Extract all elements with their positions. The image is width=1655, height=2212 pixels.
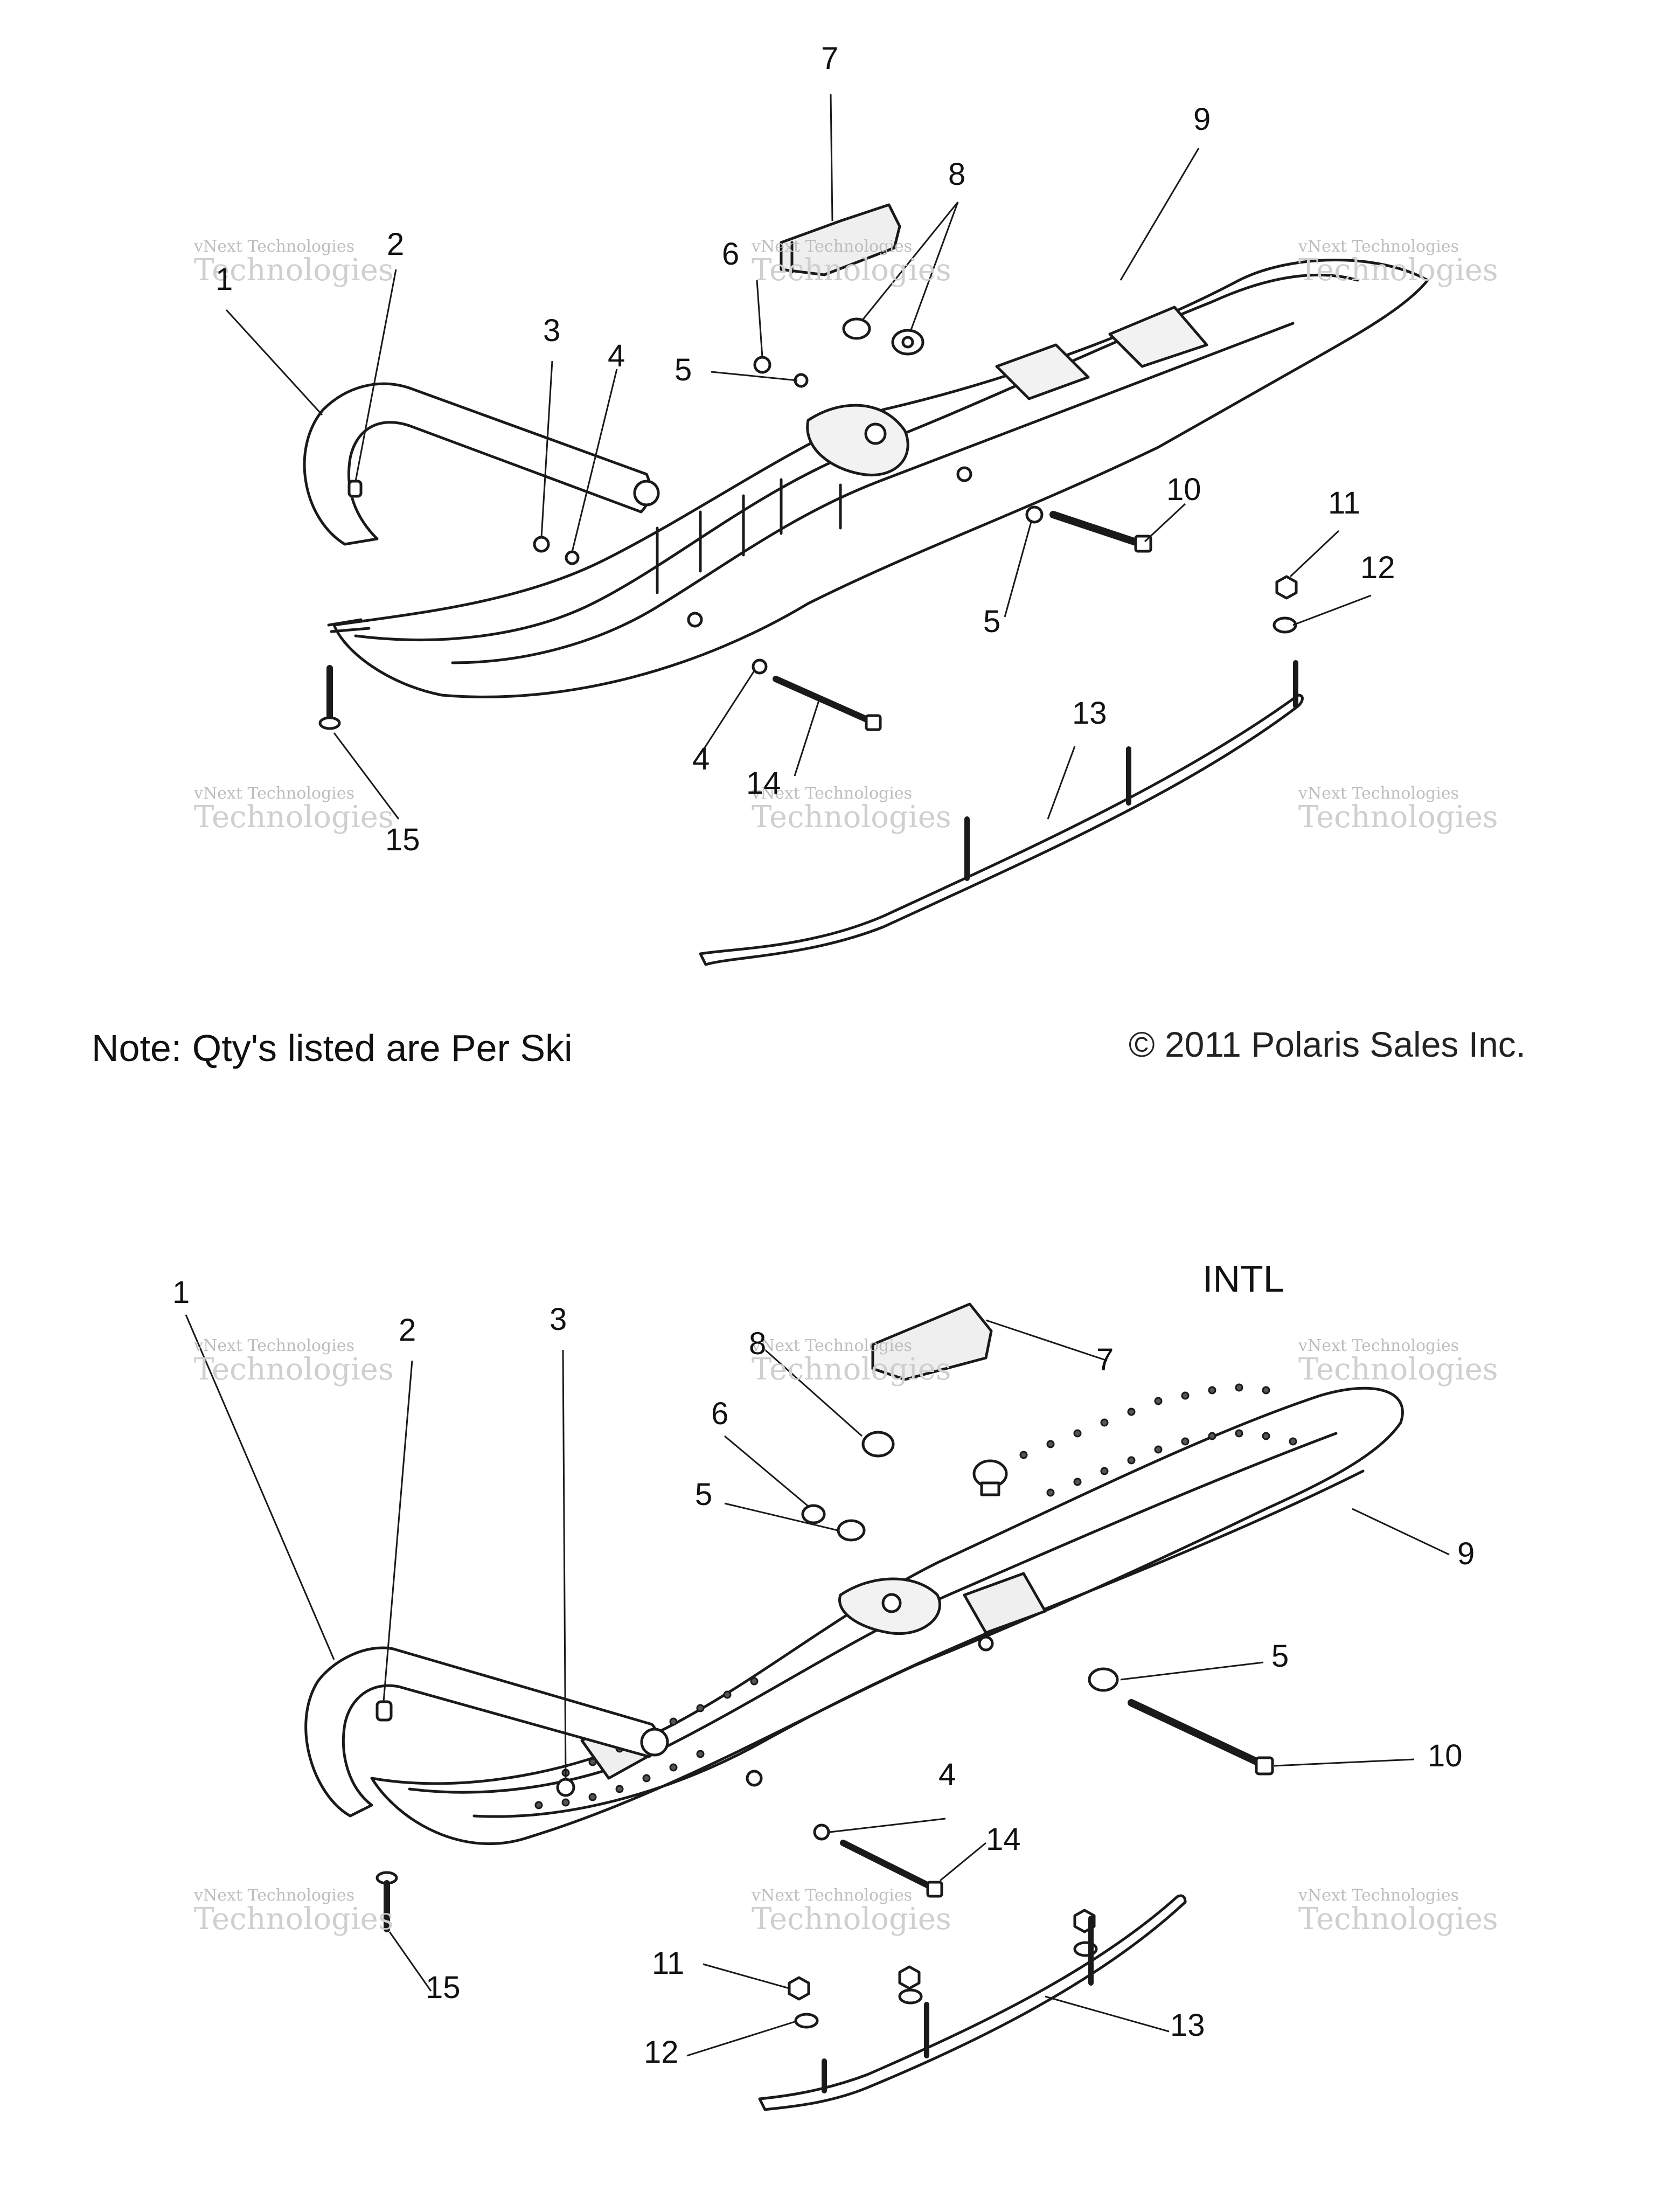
- callout-10-top: 10: [1166, 472, 1201, 507]
- callout-4-top: 4: [608, 338, 625, 373]
- callout-3-top: 3: [543, 313, 561, 348]
- callout-8-bottom: 8: [749, 1326, 767, 1361]
- callout-11-top: 11: [1328, 486, 1361, 521]
- callout-8-top: 8: [948, 157, 966, 192]
- callout-7-top: 7: [821, 41, 839, 76]
- part-15-bolt-bottom: [375, 1871, 398, 1932]
- part-6-nut-bottom: [801, 1504, 826, 1524]
- part-14-bolt-bottom: [840, 1840, 943, 1898]
- part-12-washer-top: [1272, 616, 1297, 634]
- callout-9-bottom: 9: [1457, 1536, 1475, 1571]
- part-2-pin-bottom: [375, 1700, 393, 1722]
- part-4-washer-bottom: [813, 1823, 830, 1841]
- callout-7-bottom: 7: [1096, 1342, 1114, 1377]
- callout-13-bottom: 13: [1170, 2008, 1205, 2043]
- callout-6-bottom: 6: [711, 1396, 729, 1431]
- part-10-bolt-bottom: [1128, 1699, 1274, 1776]
- callout-12-top: 12: [1360, 550, 1395, 585]
- callout-5b-bottom: 5: [1271, 1639, 1289, 1674]
- part-1-loop-top: [303, 382, 660, 546]
- part-6-nut-top: [753, 356, 771, 374]
- part-15-bolt-top: [318, 665, 341, 730]
- quantity-note: Note: Qty's listed are Per Ski: [92, 1027, 573, 1069]
- part-2-pin-top: [347, 480, 363, 498]
- top-ski-body: [327, 259, 1429, 698]
- part-5b-washer-top: [1025, 505, 1044, 524]
- part-extra-nuts-bottom: [898, 1909, 1098, 2005]
- part-4b-washer-top: [752, 658, 768, 675]
- callout-13-top: 13: [1072, 696, 1107, 731]
- part-5-washer-bottom: [837, 1519, 866, 1542]
- callout-14-top: 14: [746, 766, 781, 801]
- copyright-text: © 2011 Polaris Sales Inc.: [1129, 1024, 1526, 1064]
- callout-2-bottom: 2: [399, 1313, 416, 1348]
- callout-1-bottom: 1: [172, 1275, 190, 1310]
- callout-11-bottom: 11: [652, 1946, 685, 1981]
- callout-15-top: 15: [385, 822, 420, 857]
- callout-6-top: 6: [722, 237, 740, 272]
- part-8-bushings-bottom: [861, 1431, 1008, 1496]
- callout-4-bottom: 4: [938, 1757, 956, 1792]
- part-3-nut-bottom: [556, 1778, 575, 1797]
- callout-5-bottom: 5: [695, 1477, 713, 1512]
- callout-10-bottom: 10: [1428, 1738, 1463, 1773]
- part-5b-washer-bottom: [1088, 1667, 1119, 1692]
- part-4-washer-top: [565, 550, 580, 565]
- callout-5-top: 5: [674, 352, 692, 387]
- callout-9-top: 9: [1193, 102, 1211, 137]
- callout-15-bottom: 15: [426, 1970, 461, 2005]
- part-1-loop-bottom: [304, 1646, 669, 1818]
- intl-label: INTL: [1202, 1258, 1284, 1300]
- callout-5b-top: 5: [983, 604, 1001, 639]
- callout-4b-top: 4: [692, 741, 710, 776]
- part-7-saddle-top: [780, 203, 901, 276]
- part-10-bolt-top: [1049, 511, 1152, 553]
- part-11-nut-bottom: [788, 1976, 810, 2001]
- callout-12-bottom: 12: [644, 2035, 679, 2070]
- part-3-nut-top: [533, 536, 550, 553]
- part-12-washer-bottom: [794, 2013, 819, 2029]
- part-7-saddle-bottom: [871, 1302, 993, 1381]
- callout-1-top: 1: [215, 262, 233, 297]
- part-13-runner-bottom: [758, 1894, 1187, 2111]
- callout-14-bottom: 14: [986, 1822, 1021, 1857]
- callout-3-bottom: 3: [550, 1302, 567, 1337]
- part-14-bolt-top: [773, 676, 882, 731]
- callout-2-top: 2: [387, 227, 405, 262]
- part-8-bushings-top: [842, 317, 924, 356]
- part-11-nut-top: [1275, 575, 1298, 600]
- part-13-runner-top: [699, 660, 1304, 966]
